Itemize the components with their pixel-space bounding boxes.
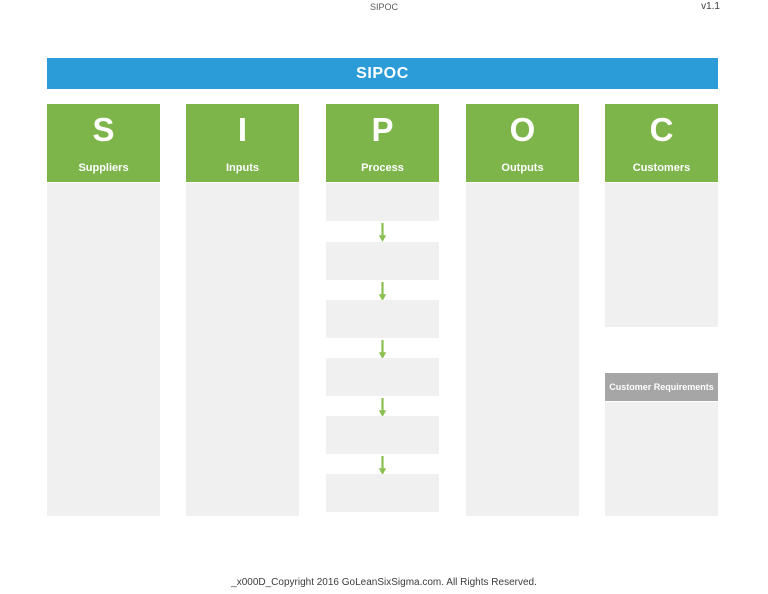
customer-requirements-header: Customer Requirements bbox=[605, 373, 718, 401]
flow-arrow-down-icon bbox=[326, 397, 439, 417]
column-body-outputs[interactable] bbox=[466, 183, 579, 516]
column-letter-s: S bbox=[92, 111, 115, 148]
column-header-customers: C Customers bbox=[605, 104, 718, 182]
column-header-inputs: I Inputs bbox=[186, 104, 299, 182]
flow-arrow-down-icon bbox=[326, 281, 439, 301]
column-inputs: I Inputs bbox=[186, 104, 299, 516]
page-header: SIPOC v1.1 bbox=[0, 0, 768, 18]
flow-arrow-down-icon bbox=[326, 339, 439, 359]
page-header-version: v1.1 bbox=[701, 1, 720, 12]
process-step[interactable] bbox=[326, 183, 439, 221]
column-letter-p: P bbox=[371, 111, 394, 148]
process-step[interactable] bbox=[326, 474, 439, 512]
column-label-inputs: Inputs bbox=[226, 162, 259, 174]
column-label-process: Process bbox=[361, 162, 404, 174]
process-step[interactable] bbox=[326, 358, 439, 396]
column-header-process: P Process bbox=[326, 104, 439, 182]
column-suppliers: S Suppliers bbox=[47, 104, 160, 516]
column-header-suppliers: S Suppliers bbox=[47, 104, 160, 182]
sipoc-columns: S Suppliers I Inputs P Process bbox=[47, 104, 718, 516]
column-label-suppliers: Suppliers bbox=[78, 162, 129, 174]
footer-copyright: _x000D_Copyright 2016 GoLeanSixSigma.com… bbox=[231, 577, 537, 588]
column-body-inputs[interactable] bbox=[186, 183, 299, 516]
column-label-outputs: Outputs bbox=[501, 162, 544, 174]
process-step[interactable] bbox=[326, 242, 439, 280]
column-letter-c: C bbox=[649, 111, 674, 148]
process-step[interactable] bbox=[326, 300, 439, 338]
process-flow bbox=[326, 183, 439, 516]
column-letter-o: O bbox=[509, 111, 536, 148]
column-process: P Process bbox=[326, 104, 439, 516]
customer-requirements-body[interactable] bbox=[605, 402, 718, 516]
column-letter-i: I bbox=[237, 111, 248, 148]
flow-arrow-down-icon bbox=[326, 455, 439, 475]
process-step[interactable] bbox=[326, 416, 439, 454]
column-body-suppliers[interactable] bbox=[47, 183, 160, 516]
column-header-outputs: O Outputs bbox=[466, 104, 579, 182]
title-banner: SIPOC bbox=[47, 58, 718, 89]
column-label-customers: Customers bbox=[632, 162, 691, 174]
column-body-customers[interactable] bbox=[605, 183, 718, 327]
title-banner-text: SIPOC bbox=[356, 64, 409, 82]
column-outputs: O Outputs bbox=[466, 104, 579, 516]
page-header-title: SIPOC bbox=[369, 2, 398, 12]
flow-arrow-down-icon bbox=[326, 222, 439, 242]
column-customers: C Customers Customer Requirements bbox=[605, 104, 718, 516]
